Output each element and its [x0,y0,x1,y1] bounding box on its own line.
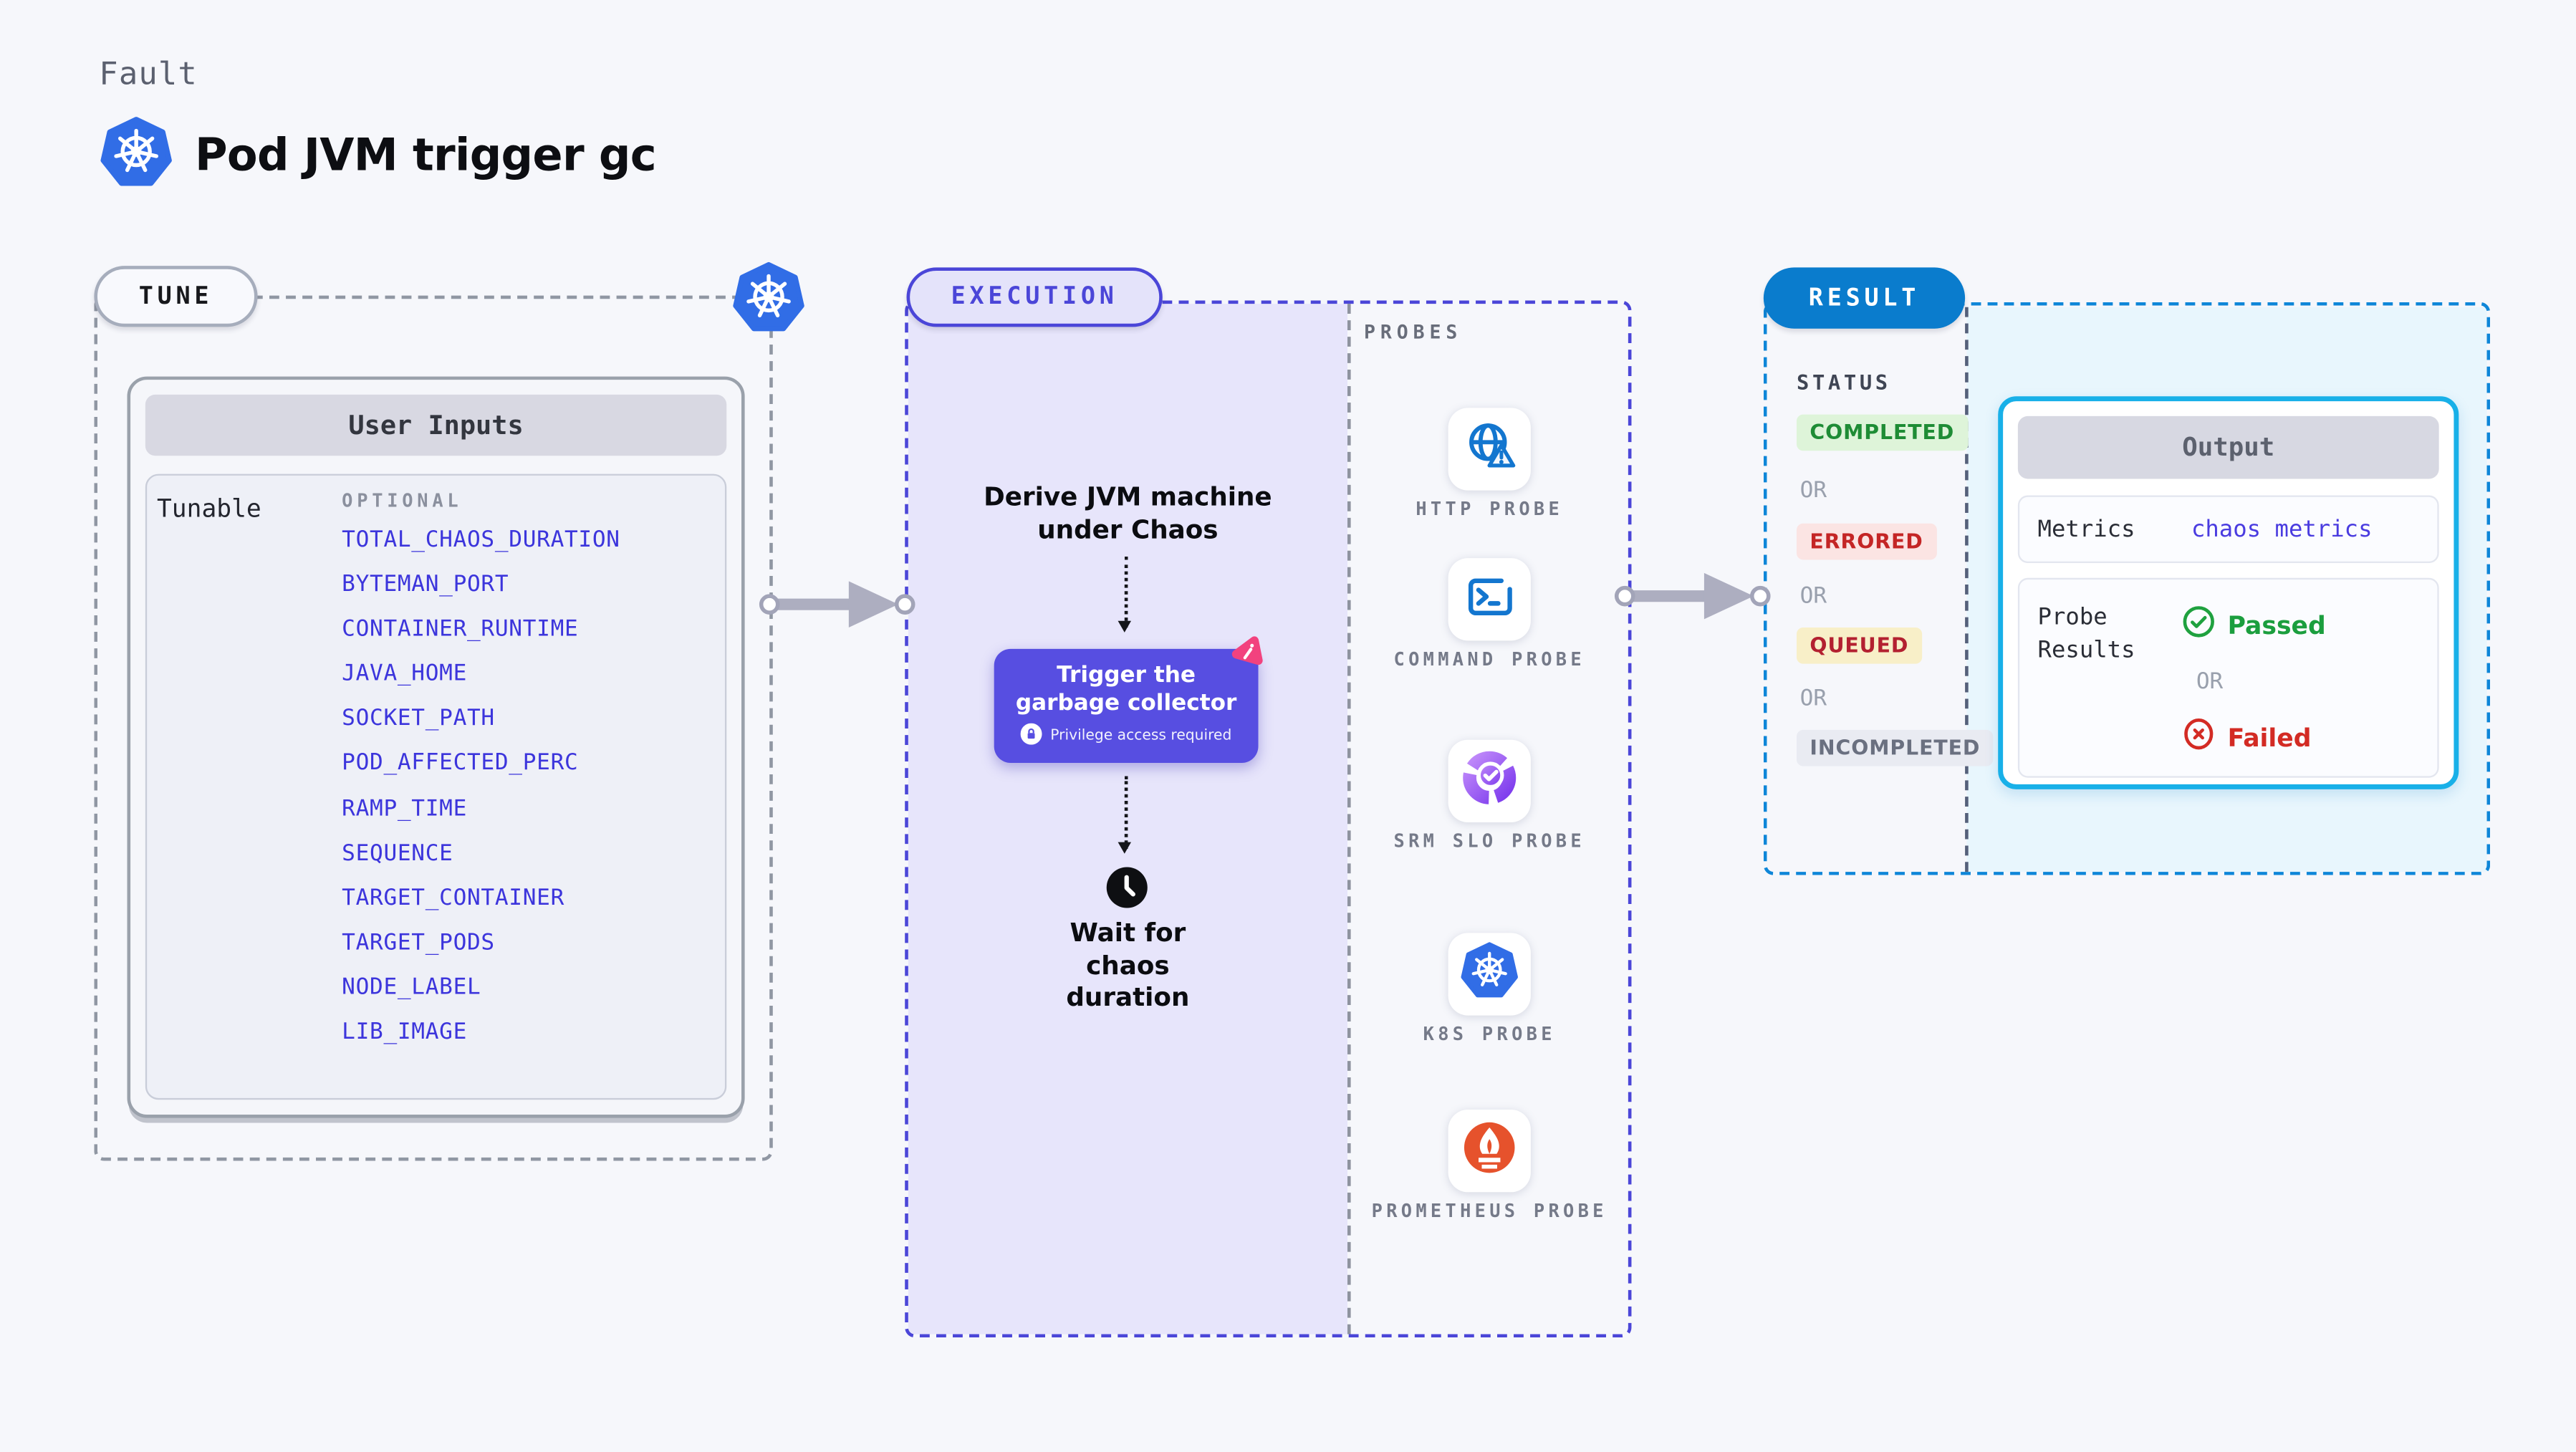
output-card: Output Metrics chaos metrics Probe Resul… [1998,396,2459,789]
status-badge-completed: COMPLETED [1796,414,1968,451]
user-inputs-body [145,473,727,1100]
user-inputs-header: User Inputs [145,394,727,456]
probe-card [1448,739,1531,822]
status-output-divider [1965,306,1969,871]
tunable-items-list: TOTAL_CHAOS_DURATION BYTEMAN_PORT CONTAI… [342,529,620,1044]
flow-connector-down [1118,776,1132,854]
probe-card [1448,933,1531,1016]
tunable-item[interactable]: TARGET_CONTAINER [342,884,564,911]
execution-probes-divider [1347,304,1351,1335]
kubernetes-icon [99,115,173,196]
tune-section-box [94,295,773,1161]
prometheus-icon [1460,1118,1519,1184]
tunable-item[interactable]: RAMP_TIME [342,795,468,822]
status-column-label: STATUS [1796,370,1891,395]
probe-item-srm-slo: SRM SLO PROBE [1357,739,1622,855]
privilege-note-text: Privilege access required [1050,728,1232,745]
title-row: Pod JVM trigger gc [99,115,657,196]
tunable-item[interactable]: SEQUENCE [342,840,453,867]
status-badge-errored: ERRORED [1796,523,1937,560]
slo-donut-check-icon [1460,748,1519,814]
tune-pill: TUNE [94,266,258,327]
trigger-gc-card: Trigger the garbage collector Privilege … [994,648,1259,763]
tunable-item[interactable]: SOCKET_PATH [342,706,495,733]
tune-to-execution-arrow [759,581,915,628]
chaoshub-pink-icon [1225,634,1263,678]
wait-duration-text: Wait for chaos duration [1066,918,1190,1013]
flow-connector-down [1118,556,1132,633]
clock-icon [1105,865,1149,916]
result-pill: RESULT [1763,267,1966,329]
tunable-item[interactable]: POD_AFFECTED_PERC [342,750,579,777]
execution-pill: EXECUTION [906,267,1163,327]
metrics-row: Metrics chaos metrics [2017,495,2439,564]
check-circle-icon [2181,605,2216,646]
probe-name: K8S PROBE [1423,1024,1556,1046]
lock-icon [1020,723,1042,750]
x-circle-icon [2181,716,2216,758]
probe-item-command: COMMAND PROBE [1357,558,1622,673]
failed-line: Failed [2181,716,2311,758]
kubernetes-icon [731,261,806,342]
tunable-item[interactable]: CONTAINER_RUNTIME [342,616,579,643]
passed-label: Passed [2227,610,2326,640]
failed-label: Failed [2227,722,2312,752]
kubernetes-icon [1460,941,1519,1007]
or-separator: OR [1799,477,1827,504]
derive-jvm-text: Derive JVM machine under Chaos [984,482,1272,544]
execution-section-box [905,300,1632,1338]
fault-eyebrow: Fault [99,56,198,93]
status-badge-incompleted: INCOMPLETED [1796,729,1994,766]
probe-name: COMMAND PROBE [1393,648,1585,670]
privilege-note: Privilege access required [1020,723,1232,750]
probe-results-label: Probe Results [2037,604,2135,664]
tunable-item[interactable]: BYTEMAN_PORT [342,571,509,598]
tunable-item[interactable]: TARGET_PODS [342,929,495,956]
execution-background [908,304,1347,1335]
or-separator: OR [2196,668,2224,696]
metrics-label: Metrics [2037,516,2135,543]
probe-results-row: Probe Results Passed OR F [2017,577,2439,778]
passed-line: Passed [2181,605,2326,646]
tunable-row-label: Tunable [156,494,261,524]
tunable-item[interactable]: NODE_LABEL [342,973,481,1001]
probe-card [1448,1110,1531,1193]
probe-item-http: HTTP PROBE [1357,408,1622,522]
probes-column-label: PROBES [1364,320,1463,344]
tunable-item[interactable]: JAVA_HOME [342,660,468,688]
output-header: Output [2017,415,2439,479]
tunable-item[interactable]: TOTAL_CHAOS_DURATION [342,527,620,554]
metrics-value-link[interactable]: chaos metrics [2191,516,2373,543]
execution-to-result-arrow [1614,572,1771,620]
status-badge-queued: QUEUED [1796,627,1922,664]
globe-alert-icon [1461,417,1519,481]
optional-column-label: OPTIONAL [342,490,463,512]
terminal-icon [1461,567,1519,632]
trigger-gc-title: Trigger the garbage collector [1015,662,1237,716]
probe-item-k8s: K8S PROBE [1357,933,1622,1047]
page-title: Pod JVM trigger gc [195,130,657,182]
or-separator: OR [1799,685,1827,712]
probe-name: SRM SLO PROBE [1393,830,1585,852]
probe-card [1448,558,1531,641]
probe-item-prometheus: PROMETHEUS PROBE [1357,1110,1622,1224]
probe-name: HTTP PROBE [1416,499,1564,521]
probe-name: PROMETHEUS PROBE [1371,1200,1607,1222]
probe-card [1448,408,1531,491]
tunable-item[interactable]: LIB_IMAGE [342,1019,468,1046]
or-separator: OR [1799,582,1827,610]
